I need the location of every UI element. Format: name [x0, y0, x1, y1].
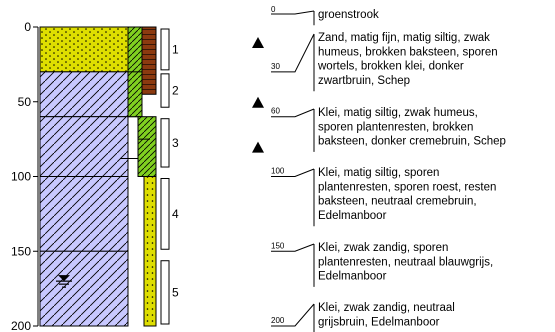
layer-description-line: Edelmanboor: [318, 271, 387, 283]
layer-connector: [271, 243, 315, 252]
sample-box: [160, 260, 170, 325]
layer-description-line: wortels, brokken klei, donker: [317, 61, 464, 73]
triangle-icon: [252, 36, 264, 48]
layer-connector: [271, 303, 315, 327]
axis-tick-label: 0: [24, 20, 31, 34]
layer-depth-label: 0: [271, 5, 276, 14]
green-strip-lower: [137, 116, 157, 177]
sample-label: 5: [172, 285, 179, 299]
layer-depth-label: 60: [271, 107, 280, 116]
layer-description-line: humeus, brokken baksteen, sporen: [318, 46, 498, 58]
sample-box: [160, 118, 170, 168]
axis-tick-label: 200: [11, 319, 31, 332]
layer-description-line: Klei, matig siltig, sporen: [318, 167, 439, 179]
layer-description-line: plantenresten, sporen roest, resten: [318, 181, 496, 193]
sample-box: [160, 73, 170, 108]
layer-description-line: Klei, zwak zandig, sporen: [318, 242, 448, 254]
layer-description-line: zwartbruin, Schep: [318, 75, 410, 87]
axis-tick-label: 50: [18, 95, 32, 109]
layer-description-line: Zand, matig fijn, matig siltig, zwak: [318, 32, 490, 44]
triangle-icon: [252, 141, 264, 153]
soil-column: [39, 26, 129, 327]
sample-label: 2: [172, 84, 179, 98]
triangle-icon: [252, 96, 264, 108]
layer-description-line: grijsbruin, Edelmanboor: [318, 316, 440, 328]
layer-connector: [271, 168, 315, 177]
layer-description-line: sporen plantenresten, brokken: [318, 121, 473, 133]
groundwater-icon: [56, 275, 72, 288]
sample-box: [160, 28, 170, 71]
soil-layer: [39, 176, 129, 252]
layer-description-line: Klei, matig siltig, zwak humeus,: [318, 107, 478, 119]
layer-depth-label: 200: [271, 316, 285, 325]
layer-description-line: groenstrook: [318, 9, 379, 21]
layer-depth-label: 150: [271, 241, 285, 250]
layer-descriptions: 0 groenstrook 30 Zand, matig fijn, matig si…: [271, 5, 506, 332]
sample-box: [160, 178, 170, 250]
sample-label: 3: [172, 136, 179, 150]
brown-strip: [141, 26, 157, 95]
axis-tick-label: 150: [11, 244, 31, 258]
side-columns: [56, 26, 157, 327]
layer-connector: [271, 33, 315, 73]
soil-layer: [39, 71, 129, 118]
sample-markers: [252, 36, 264, 153]
layer-depth-label: 100: [271, 167, 285, 176]
soil-layer: [39, 26, 129, 73]
layer-depth-label: 30: [271, 62, 280, 71]
soil-layer: [39, 250, 129, 327]
layer-description-line: baksteen, donker cremebruin, Schep: [318, 136, 506, 148]
depth-axis: 0 50 100 150 200: [11, 20, 39, 332]
groundwater-triangle: [58, 275, 70, 282]
sample-label: 4: [172, 207, 179, 221]
layer-connector: [271, 108, 315, 118]
soil-layer: [39, 116, 129, 177]
layer-description-line: baksteen, neutraal cremebruin,: [318, 196, 477, 208]
layer-description-line: plantenresten, neutraal blauwgrijs,: [318, 256, 493, 268]
layer-description-line: Edelmanboor: [318, 210, 387, 222]
green-strip-mid: [127, 71, 143, 118]
yellow-strip: [143, 176, 157, 327]
sample-label: 1: [172, 42, 179, 56]
layer-connector: [271, 10, 315, 15]
axis-tick-label: 100: [11, 170, 31, 184]
sample-boxes: 1 2 3 4 5: [160, 28, 179, 325]
layer-description-line: Klei, zwak zandig, neutraal: [318, 302, 455, 314]
